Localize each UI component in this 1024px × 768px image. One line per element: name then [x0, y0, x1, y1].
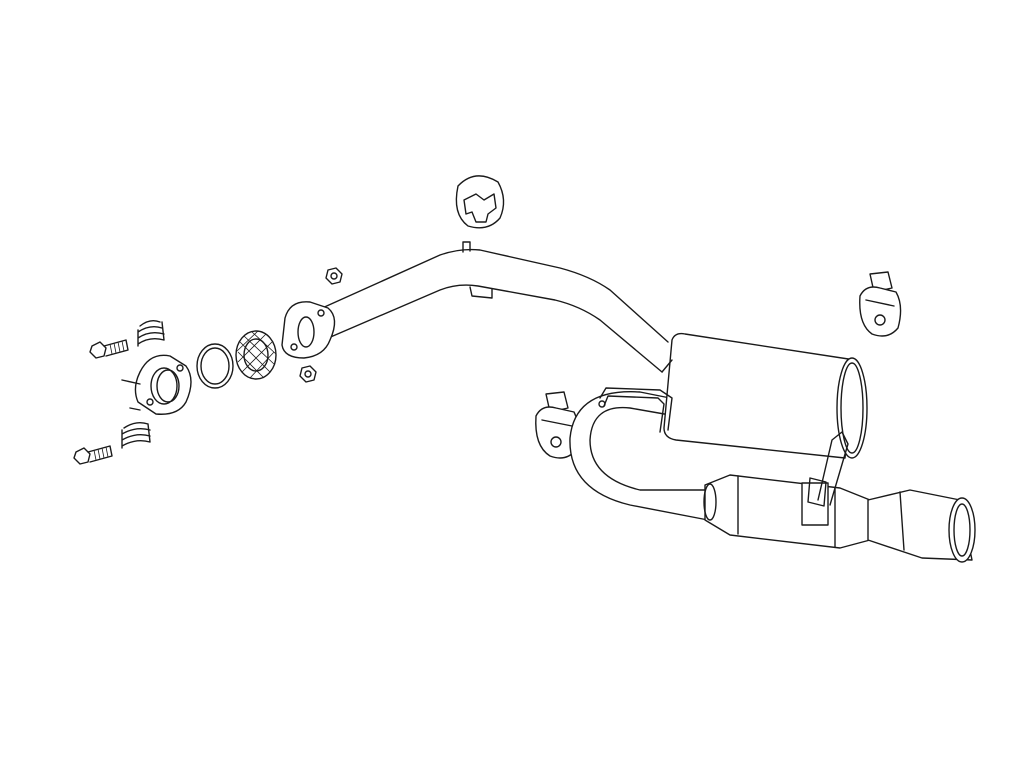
nut-upper: [325, 267, 343, 285]
rubber-hanger-top: [455, 175, 505, 229]
bolt-lower: [73, 445, 113, 465]
hanger-rod: [807, 431, 849, 507]
mesh-gasket: [235, 330, 277, 380]
adapter-flange: [121, 354, 192, 415]
rear-silencer: [703, 474, 871, 549]
spring-lower: [121, 421, 151, 449]
bolt-upper: [89, 339, 129, 359]
rubber-hanger-right: [859, 271, 902, 337]
rubber-hanger-left: [535, 391, 580, 459]
muffler-bracket: [598, 387, 673, 433]
main-muffler: [661, 332, 868, 459]
spring-upper: [137, 319, 165, 347]
ring-gasket: [196, 343, 234, 389]
pipe-flange: [281, 301, 336, 359]
nut-lower: [299, 365, 317, 383]
front-pipe: [297, 241, 669, 373]
tail-pipe-bend: [569, 391, 713, 521]
tail-pipe-tip: [867, 489, 976, 563]
